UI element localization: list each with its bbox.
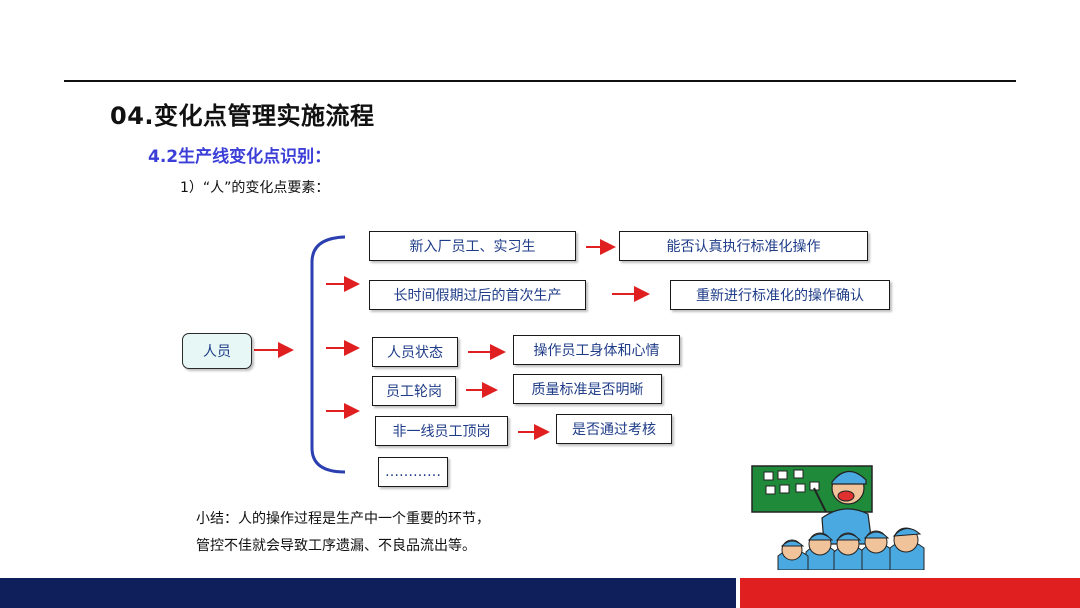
action-label: 质量标准是否明晰 — [531, 382, 644, 398]
action-label: 是否通过考核 — [572, 422, 656, 438]
factor-label: 新入厂员工、实习生 — [409, 239, 536, 255]
root-node: 人员 — [182, 333, 252, 369]
training-illustration — [751, 465, 925, 570]
top-divider — [64, 80, 1016, 82]
point-heading: 1）“人”的变化点要素： — [180, 180, 330, 196]
action-label: 重新进行标准化的操作确认 — [696, 288, 864, 304]
factor-node-4: 员工轮岗 — [372, 376, 456, 406]
summary-line-2: 管控不佳就会导致工序遗漏、不良品流出等。 — [196, 538, 476, 554]
factor-node-5: 非一线员工顶岗 — [375, 416, 508, 446]
factor-label: 人员状态 — [387, 345, 443, 361]
action-node-2: 重新进行标准化的操作确认 — [670, 280, 890, 310]
action-label: 操作员工身体和心情 — [533, 343, 660, 359]
action-node-4: 质量标准是否明晰 — [513, 374, 662, 404]
factor-label: 非一线员工顶岗 — [392, 424, 491, 440]
page-title: 04.变化点管理实施流程 — [110, 102, 375, 130]
factor-label: 长时间假期过后的首次生产 — [393, 288, 562, 304]
summary-text: 小结：人的操作过程是生产中一个重要的环节， 管控不佳就会导致工序遗漏、不良品流出… — [196, 506, 490, 560]
factor-label: 员工轮岗 — [386, 384, 442, 400]
action-label: 能否认真执行标准化操作 — [666, 239, 821, 255]
brace-bracket — [310, 235, 346, 474]
action-node-5: 是否通过考核 — [556, 414, 672, 444]
section-subtitle: 4.2生产线变化点识别： — [148, 147, 332, 167]
factor-node-1: 新入厂员工、实习生 — [369, 231, 576, 261]
factor-node-3: 人员状态 — [372, 337, 458, 367]
footer-bar-blue — [0, 578, 736, 608]
action-node-3: 操作员工身体和心情 — [513, 335, 680, 365]
root-label: 人员 — [203, 344, 231, 360]
action-node-1: 能否认真执行标准化操作 — [619, 231, 868, 261]
factor-node-ellipsis: ………… — [378, 457, 448, 487]
factor-label: ………… — [385, 464, 441, 480]
factor-node-2: 长时间假期过后的首次生产 — [369, 280, 586, 310]
summary-line-1: 小结：人的操作过程是生产中一个重要的环节， — [196, 511, 490, 527]
footer-bar-red — [740, 578, 1080, 608]
